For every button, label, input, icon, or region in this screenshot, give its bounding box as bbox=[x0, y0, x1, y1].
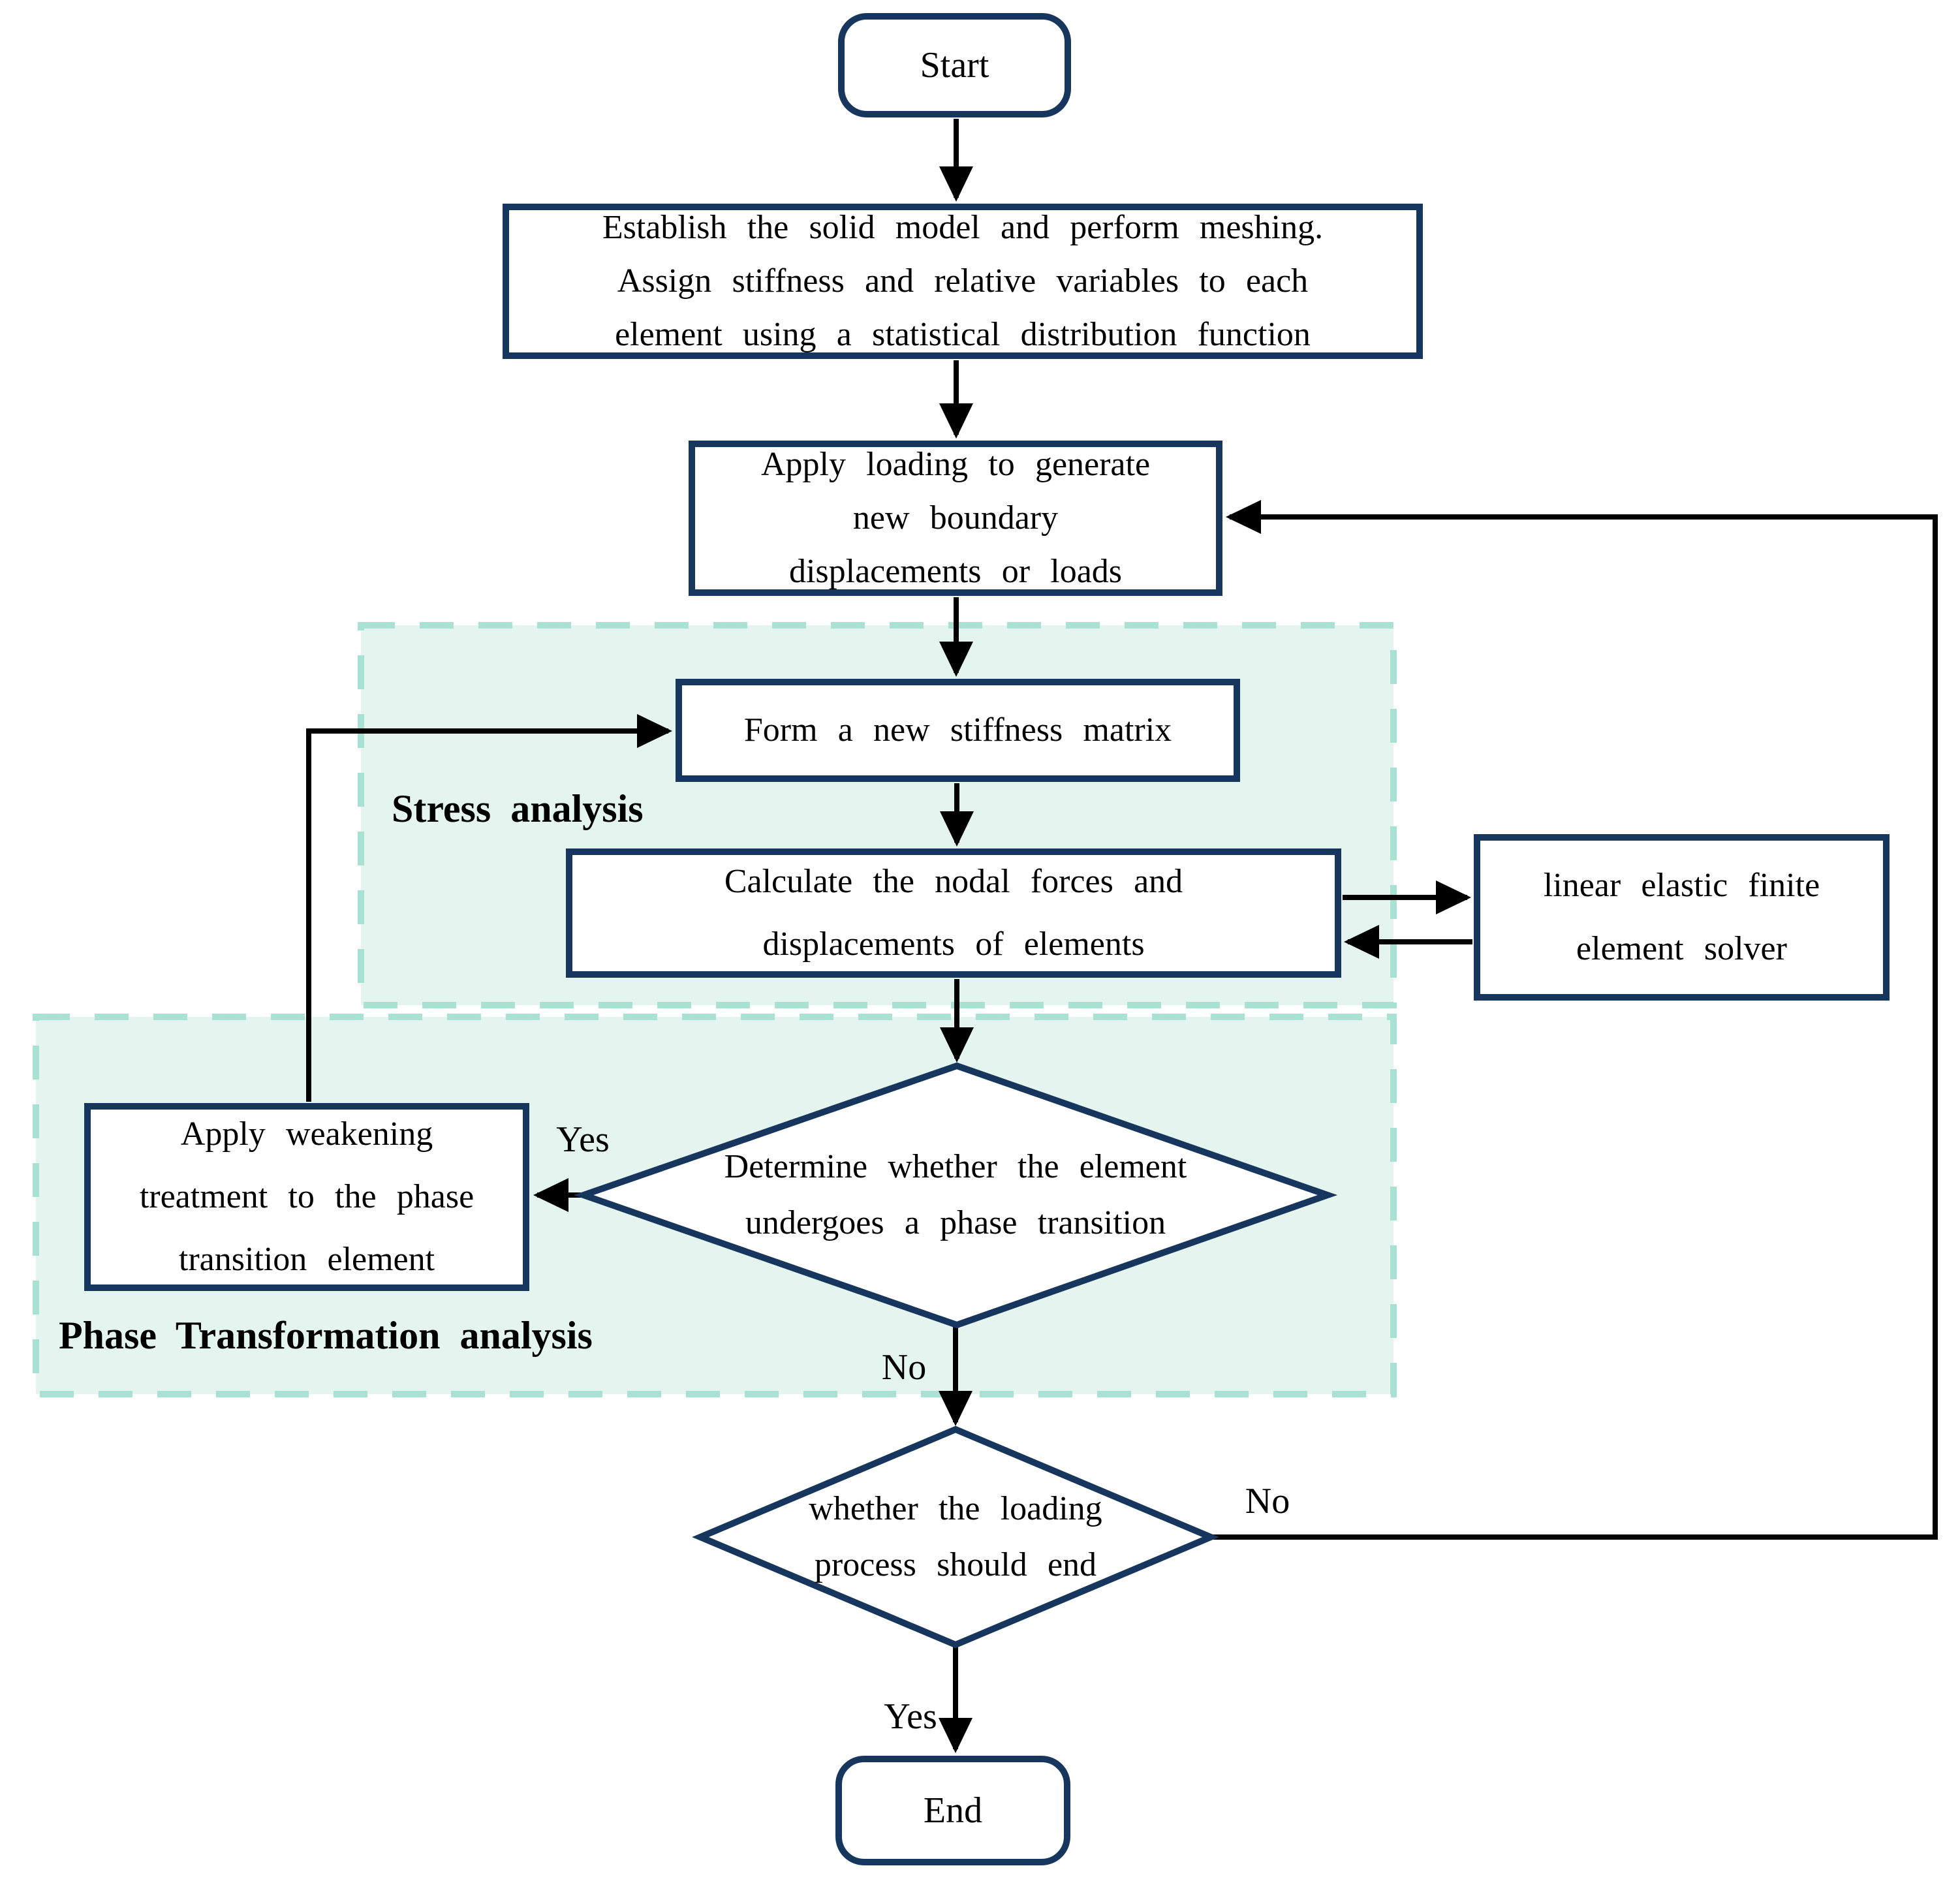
establish-model-text: Establish the solid model and perform me… bbox=[602, 208, 1324, 354]
decision-loading-end-diamond bbox=[692, 1425, 1219, 1649]
phase-transformation-region-label: Phase Transformation analysis bbox=[59, 1314, 593, 1357]
edge-loading-decision-no-loop-to-apply-loading bbox=[1211, 500, 1938, 1540]
apply-loading-node: Apply loading to generate new boundary d… bbox=[689, 441, 1222, 596]
edge-label-no-loading: No bbox=[1245, 1481, 1290, 1521]
stress-analysis-region-label: Stress analysis bbox=[392, 787, 644, 830]
linear-elastic-solver-node: linear elastic finite element solver bbox=[1474, 834, 1890, 1001]
decision-loading-end-text: whether the loading process should end bbox=[809, 1490, 1102, 1583]
edge-weakening-loop-to-form-matrix bbox=[306, 714, 672, 1102]
start-node: Start bbox=[838, 13, 1071, 117]
apply-weakening-text: Apply weakening treatment to the phase t… bbox=[139, 1115, 474, 1279]
edge-label-no-phase: No bbox=[881, 1347, 927, 1388]
edge-label-yes-loading: Yes bbox=[884, 1696, 937, 1737]
edge-label-yes-phase: Yes bbox=[556, 1119, 610, 1160]
form-stiffness-matrix-node: Form a new stiffness matrix bbox=[676, 679, 1240, 782]
linear-elastic-solver-text: linear elastic finite element solver bbox=[1543, 867, 1820, 967]
apply-weakening-node: Apply weakening treatment to the phase t… bbox=[84, 1103, 529, 1291]
calculate-nodal-forces-node: Calculate the nodal forces and displacem… bbox=[566, 848, 1341, 978]
apply-loading-text: Apply loading to generate new boundary d… bbox=[760, 445, 1151, 591]
end-node: End bbox=[835, 1756, 1070, 1865]
form-stiffness-matrix-label: Form a new stiffness matrix bbox=[743, 711, 1172, 749]
start-label: Start bbox=[920, 44, 989, 86]
calculate-nodal-forces-text: Calculate the nodal forces and displacem… bbox=[724, 862, 1183, 963]
establish-model-node: Establish the solid model and perform me… bbox=[503, 204, 1423, 359]
decision-phase-transition-text: Determine whether the element undergoes … bbox=[724, 1148, 1187, 1241]
end-label: End bbox=[923, 1790, 983, 1831]
decision-phase-transition-diamond bbox=[573, 1062, 1338, 1329]
